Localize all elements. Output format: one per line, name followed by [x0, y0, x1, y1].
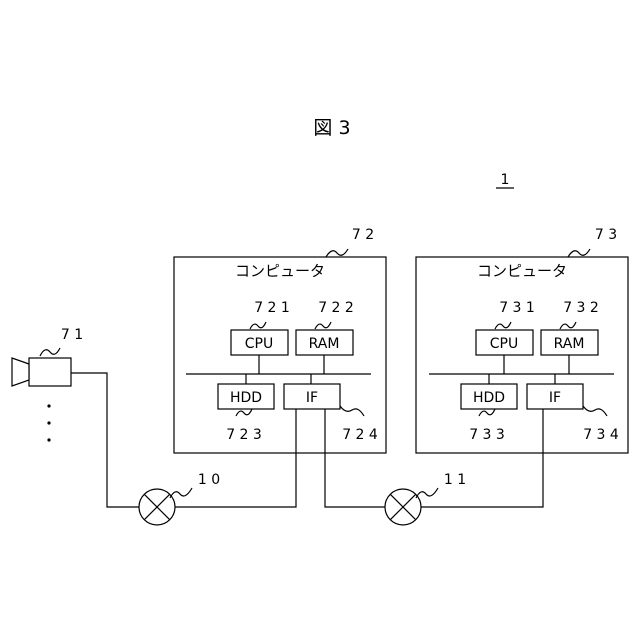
computer-b-hdd-ref: 7 3 3 [469, 427, 505, 443]
computer-b-if-ref: 7 3 4 [583, 427, 619, 443]
computer-b-hdd-label: HDD [473, 390, 505, 406]
camera-to-network-10-line [71, 373, 139, 507]
computer-a-if-ref: 7 2 4 [342, 427, 378, 443]
network-10-ref: 1 0 [198, 472, 220, 488]
computer-b: コンピュータ 7 3 CPU 7 3 1 RAM 7 3 2 HDD 7 3 3… [416, 227, 628, 453]
figure-title: 図 3 [313, 117, 350, 139]
computer-a: コンピュータ 7 2 CPU 7 2 1 RAM 7 2 2 HDD 7 2 3… [174, 227, 386, 453]
computer-b-ref: 7 3 [595, 227, 617, 243]
computer-b-cpu-label: CPU [490, 336, 518, 352]
computer-a-cpu-ref: 7 2 1 [254, 300, 290, 316]
computer-a-if-label: IF [306, 390, 318, 406]
computer-a-hdd-ref: 7 2 3 [226, 427, 262, 443]
camera-ref: 7 1 [61, 327, 83, 343]
system-ref: 1 [501, 172, 510, 188]
computer-b-label: コンピュータ [477, 262, 567, 280]
network-10-leader [170, 488, 192, 498]
computer-a-ram-ref: 7 2 2 [318, 300, 354, 316]
network-10-icon [139, 489, 175, 525]
network-11-ref: 1 1 [444, 472, 466, 488]
computer-a-leader [326, 249, 348, 257]
computer-b-if-label: IF [549, 390, 561, 406]
computer-a-ram-label: RAM [309, 336, 340, 352]
computer-a-cpu-label: CPU [245, 336, 273, 352]
camera-leader [40, 348, 60, 356]
computer-a-hdd-label: HDD [230, 390, 262, 406]
computer-b-cpu-ref: 7 3 1 [499, 300, 535, 316]
computer-a-ref: 7 2 [352, 227, 374, 243]
computer-b-leader [568, 249, 590, 257]
computer-a-label: コンピュータ [235, 262, 325, 280]
ellipsis-dots [47, 404, 50, 441]
computer-b-ram-label: RAM [554, 336, 585, 352]
network-11-leader [416, 488, 438, 498]
network-11-icon [385, 489, 421, 525]
camera-icon [12, 358, 71, 386]
computer-b-ram-ref: 7 3 2 [563, 300, 599, 316]
